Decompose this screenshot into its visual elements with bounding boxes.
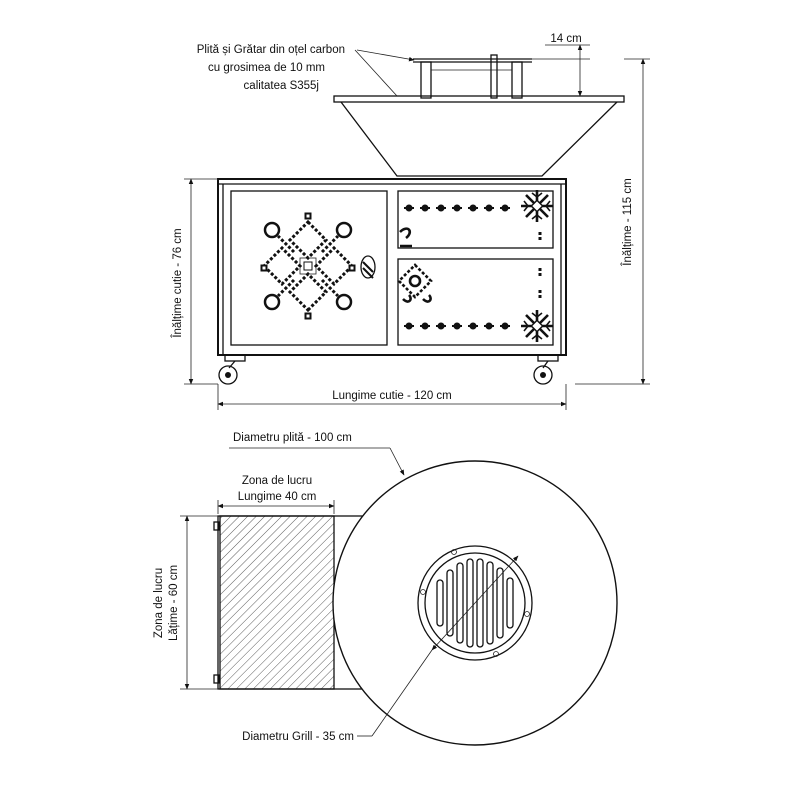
grill-grate-frame [413, 54, 532, 99]
upper-drawer[interactable] [397, 190, 554, 249]
cooking-plate [333, 95, 625, 103]
work-zone-length-label-2: Lungime 40 cm [238, 491, 317, 503]
work-zone-length-dimension: Zona de lucru Lungime 40 cm [217, 475, 335, 514]
lower-drawer[interactable] [397, 258, 554, 346]
work-zone-width-dimension: Zona de lucru Lățime - 60 cm [153, 515, 218, 690]
grill-diameter-label: Diametru Grill - 35 cm [242, 731, 354, 743]
drawer-ornaments [397, 188, 555, 344]
right-caster-wheel [533, 354, 559, 385]
total-height-dimension: Înălțime - 115 cm [575, 58, 650, 385]
work-zone-width-label-2: Lățime - 60 cm [168, 565, 180, 641]
material-leader [354, 49, 398, 97]
plate-diameter-label: Diametru plită - 100 cm [233, 432, 352, 444]
door-ornament [260, 212, 356, 320]
box-height-label: Înălțime cutie - 76 cm [171, 228, 184, 338]
fire-bowl [340, 101, 618, 177]
box-height-dimension: Înălțime cutie - 76 cm [171, 178, 218, 385]
work-zone-length-label-1: Zona de lucru [242, 475, 312, 487]
cabinet-door [230, 190, 388, 346]
material-label-2: cu grosimea de 10 mm [208, 62, 325, 74]
box-length-dimension: Lungime cutie - 120 cm [217, 384, 567, 410]
left-caster-wheel [218, 354, 246, 385]
total-height-label: Înălțime - 115 cm [621, 178, 634, 266]
material-label-3: calitatea S355j [244, 80, 319, 92]
work-zone-hatched [219, 515, 335, 690]
top-height-dimension: 14 cm [532, 33, 590, 97]
material-label-1: Plită și Grătar din oțel carbon [197, 44, 345, 56]
work-zone-width-label-1: Zona de lucru [153, 568, 165, 638]
cabinet-box [217, 178, 567, 356]
top-height-label: 14 cm [550, 33, 581, 45]
front-view: Plită și Grătar din oțel carbon cu grosi… [171, 33, 650, 410]
box-length-label: Lungime cutie - 120 cm [332, 390, 452, 402]
top-view: Diametru plită - 100 cm Zona de lucru Lu… [153, 432, 618, 746]
door-handle[interactable] [360, 255, 376, 279]
